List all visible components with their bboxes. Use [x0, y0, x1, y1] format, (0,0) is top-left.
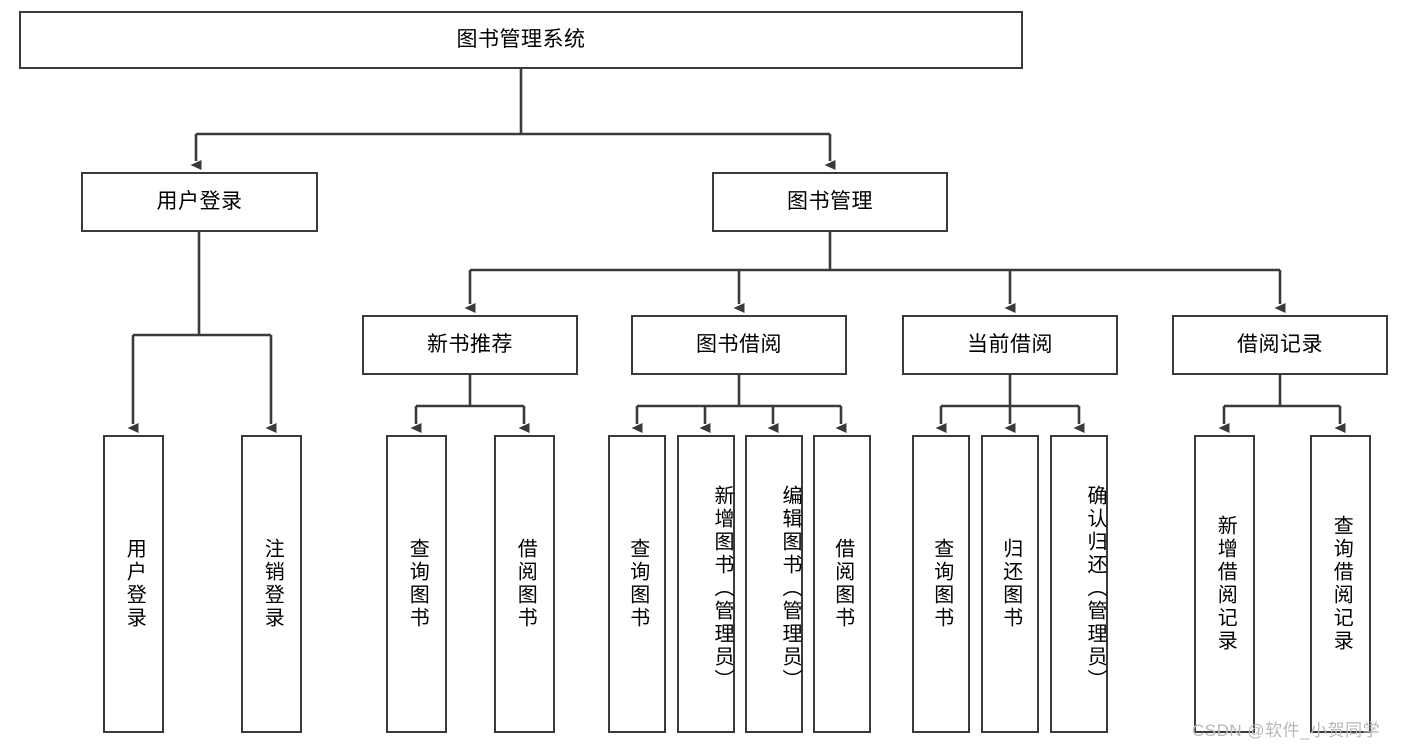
node-label: 新增借阅记录	[1214, 515, 1237, 653]
leaf-logout[interactable]: 注销登录	[241, 435, 302, 733]
leaf-add-book-admin[interactable]: 新增图书（管理员）	[677, 435, 735, 733]
node-label: 用户登录	[123, 538, 146, 630]
node-label: 新增图书（管理员）	[711, 484, 733, 692]
leaf-query-borrow-record[interactable]: 查询借阅记录	[1310, 435, 1371, 733]
node-label: 借阅记录	[1237, 332, 1323, 356]
node-label: 注销登录	[261, 538, 284, 630]
csdn-watermark: CSDN @软件_小贺同学	[1192, 721, 1381, 740]
node-label: 编辑图书（管理员）	[779, 484, 801, 692]
node-label: 图书借阅	[696, 332, 782, 356]
leaf-borrow-book-recommend[interactable]: 借阅图书	[494, 435, 555, 733]
node-label: 图书管理系统	[456, 27, 586, 51]
node-label: 查询图书	[930, 538, 953, 630]
node-label: 当前借阅	[967, 332, 1053, 356]
node-label: 归还图书	[999, 538, 1022, 630]
leaf-user-login[interactable]: 用户登录	[103, 435, 164, 733]
node-label: 借阅图书	[514, 538, 537, 630]
node-label: 查询借阅记录	[1330, 515, 1353, 653]
leaf-query-book-current[interactable]: 查询图书	[912, 435, 970, 733]
leaf-query-book-borrow[interactable]: 查询图书	[608, 435, 666, 733]
node-borrow-record[interactable]: 借阅记录	[1172, 315, 1388, 375]
leaf-query-book-recommend[interactable]: 查询图书	[386, 435, 447, 733]
node-new-book-recommend[interactable]: 新书推荐	[362, 315, 578, 375]
node-user-login[interactable]: 用户登录	[81, 172, 318, 232]
node-label: 用户登录	[156, 189, 243, 213]
node-label: 借阅图书	[831, 538, 854, 630]
node-label: 新书推荐	[427, 332, 513, 356]
leaf-confirm-return-admin[interactable]: 确认归还（管理员）	[1050, 435, 1108, 733]
node-label: 查询图书	[406, 538, 429, 630]
leaf-borrow-book[interactable]: 借阅图书	[813, 435, 871, 733]
node-label: 图书管理	[787, 189, 873, 213]
leaf-edit-book-admin[interactable]: 编辑图书（管理员）	[745, 435, 803, 733]
node-book-borrow[interactable]: 图书借阅	[631, 315, 847, 375]
node-label: 查询图书	[626, 538, 649, 630]
node-root-book-management-system[interactable]: 图书管理系统	[19, 11, 1023, 69]
node-book-management[interactable]: 图书管理	[712, 172, 948, 232]
node-current-borrow[interactable]: 当前借阅	[902, 315, 1118, 375]
leaf-add-borrow-record[interactable]: 新增借阅记录	[1194, 435, 1255, 733]
node-label: 确认归还（管理员）	[1084, 484, 1106, 692]
leaf-return-book[interactable]: 归还图书	[981, 435, 1039, 733]
